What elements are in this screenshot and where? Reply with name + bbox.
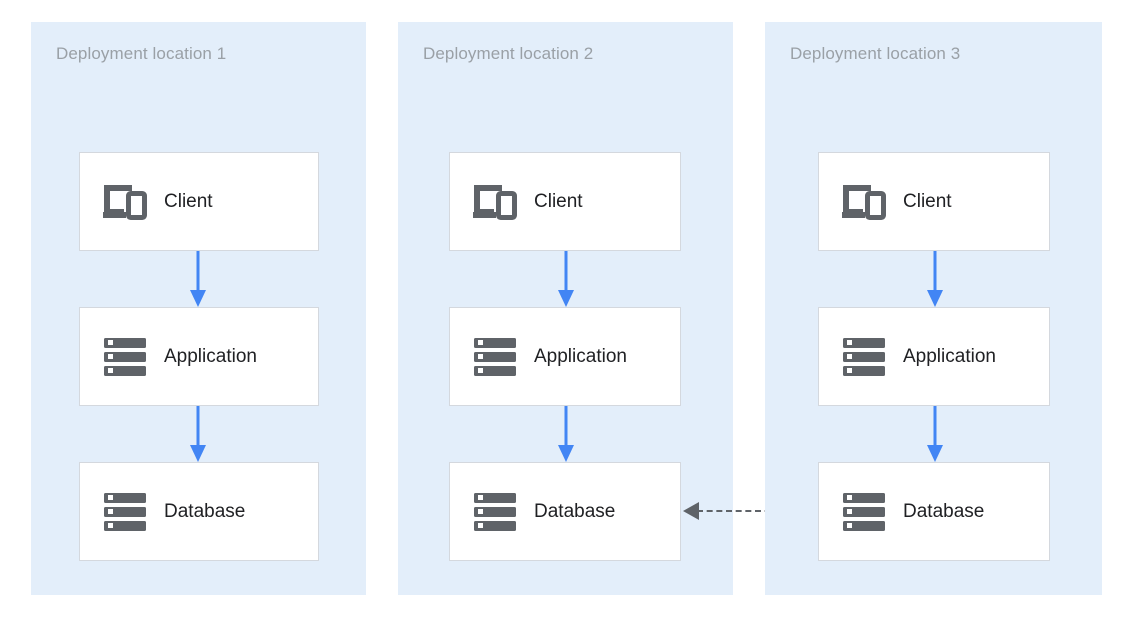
server-rack-bar bbox=[843, 365, 885, 376]
arrow-shaft bbox=[196, 406, 200, 445]
server-rack-bar bbox=[104, 520, 146, 531]
arrow-shaft bbox=[196, 251, 200, 290]
panel-title-3: Deployment location 3 bbox=[790, 44, 961, 63]
devices-icon bbox=[102, 179, 148, 225]
arrow-shaft bbox=[564, 406, 568, 445]
arrow-head bbox=[190, 290, 206, 307]
server-rack-bar bbox=[843, 506, 885, 517]
server-rack-bar bbox=[474, 365, 516, 376]
node-database-1[interactable]: Database bbox=[79, 462, 319, 561]
arrow-head bbox=[190, 445, 206, 462]
arrow-client-2-to-application-2 bbox=[551, 251, 581, 307]
node-database-3[interactable]: Database bbox=[818, 462, 1050, 561]
server-rack-bar bbox=[843, 337, 885, 348]
arrow-database-3-to-database-2 bbox=[683, 502, 819, 520]
server-rack-icon bbox=[102, 334, 148, 380]
server-rack-bar bbox=[474, 520, 516, 531]
server-rack-bar bbox=[474, 506, 516, 517]
arrow-client-3-to-application-3 bbox=[920, 251, 950, 307]
arrow-head bbox=[927, 445, 943, 462]
node-client-3[interactable]: Client bbox=[818, 152, 1050, 251]
node-label-application-3: Application bbox=[903, 345, 996, 367]
node-label-client-2: Client bbox=[534, 190, 583, 212]
arrow-shaft bbox=[933, 406, 937, 445]
arrow-application-3-to-database-3 bbox=[920, 406, 950, 462]
arrow-head bbox=[927, 290, 943, 307]
server-rack-icon bbox=[841, 334, 887, 380]
server-rack-bar bbox=[474, 337, 516, 348]
server-rack-bars bbox=[104, 337, 146, 376]
server-rack-bar bbox=[843, 351, 885, 362]
server-rack-bars bbox=[474, 337, 516, 376]
server-rack-bar bbox=[104, 492, 146, 503]
node-label-database-1: Database bbox=[164, 500, 246, 522]
server-rack-bar bbox=[843, 520, 885, 531]
panel-title-1: Deployment location 1 bbox=[56, 44, 227, 63]
server-rack-bars bbox=[843, 492, 885, 531]
arrow-shaft bbox=[933, 251, 937, 290]
node-label-application-1: Application bbox=[164, 345, 257, 367]
node-application-1[interactable]: Application bbox=[79, 307, 319, 406]
server-rack-icon bbox=[841, 489, 887, 535]
panel-title-2: Deployment location 2 bbox=[423, 44, 594, 63]
devices-icon bbox=[472, 179, 518, 225]
server-rack-bar bbox=[104, 351, 146, 362]
server-rack-icon bbox=[472, 334, 518, 380]
arrow-dashed-line bbox=[697, 510, 819, 512]
node-label-database-2: Database bbox=[534, 500, 616, 522]
node-client-1[interactable]: Client bbox=[79, 152, 319, 251]
arrow-application-2-to-database-2 bbox=[551, 406, 581, 462]
server-rack-bar bbox=[104, 506, 146, 517]
arrow-application-1-to-database-1 bbox=[183, 406, 213, 462]
server-rack-bar bbox=[474, 492, 516, 503]
server-rack-bars bbox=[474, 492, 516, 531]
server-rack-bars bbox=[104, 492, 146, 531]
server-rack-bar bbox=[474, 351, 516, 362]
server-rack-bar bbox=[104, 365, 146, 376]
server-rack-bar bbox=[843, 492, 885, 503]
server-rack-bars bbox=[843, 337, 885, 376]
node-label-database-3: Database bbox=[903, 500, 985, 522]
arrow-head bbox=[558, 290, 574, 307]
node-label-client-1: Client bbox=[164, 190, 213, 212]
node-label-application-2: Application bbox=[534, 345, 627, 367]
arrow-client-1-to-application-1 bbox=[183, 251, 213, 307]
arrow-head bbox=[683, 502, 699, 520]
server-rack-bar bbox=[104, 337, 146, 348]
node-application-2[interactable]: Application bbox=[449, 307, 681, 406]
server-rack-icon bbox=[472, 489, 518, 535]
node-label-client-3: Client bbox=[903, 190, 952, 212]
devices-icon bbox=[841, 179, 887, 225]
arrow-shaft bbox=[564, 251, 568, 290]
arrow-head bbox=[558, 445, 574, 462]
node-application-3[interactable]: Application bbox=[818, 307, 1050, 406]
node-database-2[interactable]: Database bbox=[449, 462, 681, 561]
server-rack-icon bbox=[102, 489, 148, 535]
node-client-2[interactable]: Client bbox=[449, 152, 681, 251]
